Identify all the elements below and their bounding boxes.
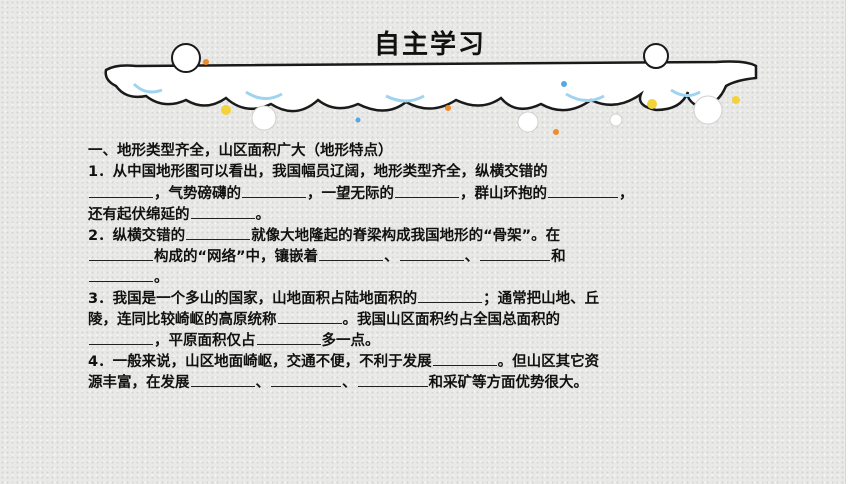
- blank-field[interactable]: [186, 225, 251, 240]
- blank-field[interactable]: [357, 372, 428, 387]
- cloud-banner-icon: [104, 43, 758, 135]
- page-title: 自主学习: [373, 30, 486, 60]
- q2-line-3: 。: [88, 267, 728, 288]
- blank-field[interactable]: [89, 183, 153, 198]
- exercise-content: 一、地形类型齐全，山区面积广大（地形特点） 1．从中国地形图可以看出，我国幅员辽…: [88, 141, 728, 393]
- q2-line-1: 2．纵横交错的就像大地隆起的脊梁构成我国地形的“骨架”。在: [88, 225, 728, 246]
- q1-line-1: 1．从中国地形图可以看出，我国幅员辽阔，地形类型齐全，纵横交错的: [88, 164, 548, 180]
- right-edge-bar: [845, 0, 860, 484]
- q2-line-2: 构成的“网络”中，镶嵌着、、和: [88, 246, 728, 267]
- cloud-banner: [96, 0, 760, 140]
- blank-field[interactable]: [399, 246, 464, 261]
- q1-line-3: 还有起伏绵延的。: [88, 204, 728, 225]
- blank-field[interactable]: [277, 309, 342, 324]
- blank-field[interactable]: [432, 351, 497, 366]
- blank-field[interactable]: [418, 288, 483, 303]
- blank-field[interactable]: [271, 372, 341, 387]
- blank-field[interactable]: [548, 183, 618, 198]
- blank-field[interactable]: [89, 330, 153, 345]
- q4-line-2: 源丰富，在发展、、和采矿等方面优势很大。: [88, 372, 728, 393]
- q4-line-1: 4．一般来说，山区地面崎岖，交通不便，不利于发展。但山区其它资: [88, 351, 728, 372]
- blank-field[interactable]: [242, 183, 306, 198]
- q3-line-2: 陵，连同比较崎岖的高原统称。我国山区面积约占全国总面积的: [88, 309, 728, 330]
- blank-field[interactable]: [480, 246, 551, 261]
- blank-field[interactable]: [256, 330, 321, 345]
- section-heading: 一、地形类型齐全，山区面积广大（地形特点）: [88, 143, 393, 159]
- blank-field[interactable]: [89, 246, 153, 261]
- blank-field[interactable]: [190, 372, 255, 387]
- blank-field[interactable]: [89, 267, 153, 282]
- q3-line-1: 3．我国是一个多山的国家，山地面积占陆地面积的；通常把山地、丘: [88, 288, 728, 309]
- blank-field[interactable]: [319, 246, 384, 261]
- blank-field[interactable]: [190, 204, 255, 219]
- q1-line-2: ，气势磅礴的，一望无际的，群山环抱的，: [88, 183, 728, 204]
- blank-field[interactable]: [395, 183, 459, 198]
- q3-line-3: ，平原面积仅占多一点。: [88, 330, 728, 351]
